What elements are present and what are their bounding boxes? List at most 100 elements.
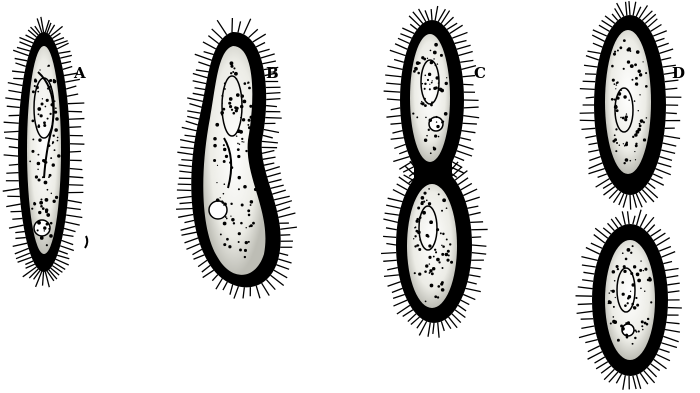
granule bbox=[230, 65, 233, 68]
cilium bbox=[256, 42, 265, 46]
granule bbox=[249, 225, 251, 227]
stage-a-detached-cilium bbox=[85, 236, 87, 248]
granule bbox=[254, 139, 257, 142]
cilium bbox=[455, 310, 465, 318]
cilium bbox=[655, 38, 664, 41]
granule bbox=[245, 241, 248, 244]
granule bbox=[29, 161, 31, 163]
granule bbox=[629, 50, 631, 52]
cilium bbox=[177, 197, 192, 199]
granule bbox=[428, 188, 430, 190]
granule bbox=[618, 92, 622, 96]
granule bbox=[226, 218, 228, 220]
granule bbox=[624, 304, 627, 307]
granule bbox=[413, 70, 416, 73]
cilium bbox=[402, 28, 414, 33]
granule bbox=[235, 78, 237, 80]
cilium bbox=[180, 203, 192, 204]
granule bbox=[440, 54, 443, 57]
cilium bbox=[633, 2, 636, 16]
cilium bbox=[651, 25, 662, 32]
granule bbox=[641, 325, 643, 327]
cilium bbox=[633, 195, 636, 208]
cilium bbox=[579, 333, 596, 338]
cilium bbox=[653, 174, 662, 178]
granule bbox=[221, 114, 222, 115]
granule bbox=[435, 251, 437, 253]
granule bbox=[428, 202, 431, 205]
granule bbox=[612, 290, 615, 293]
cilium bbox=[457, 45, 471, 49]
granule bbox=[37, 107, 41, 111]
granule bbox=[46, 244, 48, 246]
granule bbox=[417, 72, 420, 75]
cilium bbox=[581, 326, 594, 328]
cilium bbox=[595, 357, 605, 363]
cilium bbox=[203, 42, 216, 49]
granule bbox=[428, 129, 430, 131]
granule bbox=[433, 146, 435, 148]
granule bbox=[639, 73, 642, 76]
cilium bbox=[659, 49, 673, 53]
granule bbox=[46, 223, 49, 226]
granule bbox=[630, 252, 632, 254]
cilium bbox=[272, 190, 285, 194]
cilium bbox=[659, 157, 671, 161]
cilium bbox=[388, 198, 403, 201]
granule bbox=[608, 302, 610, 304]
cilium bbox=[461, 300, 469, 304]
cilium bbox=[43, 272, 44, 286]
granule bbox=[414, 272, 416, 274]
cilium bbox=[178, 165, 191, 167]
cilium bbox=[266, 93, 280, 94]
granule bbox=[238, 241, 240, 243]
cilium bbox=[582, 280, 593, 281]
cilium bbox=[36, 272, 42, 287]
granule bbox=[621, 90, 622, 91]
granule bbox=[610, 290, 612, 292]
granule bbox=[32, 138, 34, 140]
cilium bbox=[383, 236, 396, 237]
granule bbox=[223, 148, 226, 151]
cilium bbox=[452, 32, 467, 38]
cilium bbox=[441, 322, 444, 331]
granule bbox=[424, 270, 427, 273]
granule bbox=[213, 137, 217, 141]
cilium bbox=[596, 362, 608, 369]
granule bbox=[223, 222, 227, 226]
cilium bbox=[216, 279, 222, 290]
cilium bbox=[628, 211, 630, 224]
granule bbox=[244, 256, 246, 258]
granule bbox=[47, 118, 49, 120]
cilium bbox=[385, 213, 399, 215]
granule bbox=[54, 111, 57, 114]
cilium bbox=[8, 90, 21, 92]
cilium bbox=[182, 127, 197, 130]
cilium bbox=[69, 119, 84, 120]
granule bbox=[612, 79, 615, 82]
granule bbox=[634, 63, 637, 66]
cilium bbox=[398, 38, 409, 43]
cilium bbox=[468, 282, 477, 284]
cilium bbox=[23, 267, 37, 277]
cilium bbox=[636, 7, 641, 17]
granule bbox=[237, 130, 240, 133]
granule bbox=[40, 198, 42, 200]
granule bbox=[220, 233, 222, 235]
granule bbox=[437, 63, 438, 64]
granule bbox=[438, 82, 439, 83]
granule bbox=[635, 297, 637, 299]
granule bbox=[222, 108, 225, 111]
granule bbox=[50, 157, 52, 159]
cilium bbox=[648, 183, 655, 189]
granule bbox=[645, 269, 647, 271]
granule bbox=[441, 245, 442, 246]
cilium bbox=[603, 228, 611, 234]
cilium bbox=[261, 54, 275, 58]
granule bbox=[243, 141, 244, 142]
cilium bbox=[668, 291, 680, 293]
cilium bbox=[193, 81, 207, 84]
granule bbox=[256, 178, 258, 180]
granule bbox=[423, 58, 426, 61]
granule bbox=[250, 204, 252, 206]
